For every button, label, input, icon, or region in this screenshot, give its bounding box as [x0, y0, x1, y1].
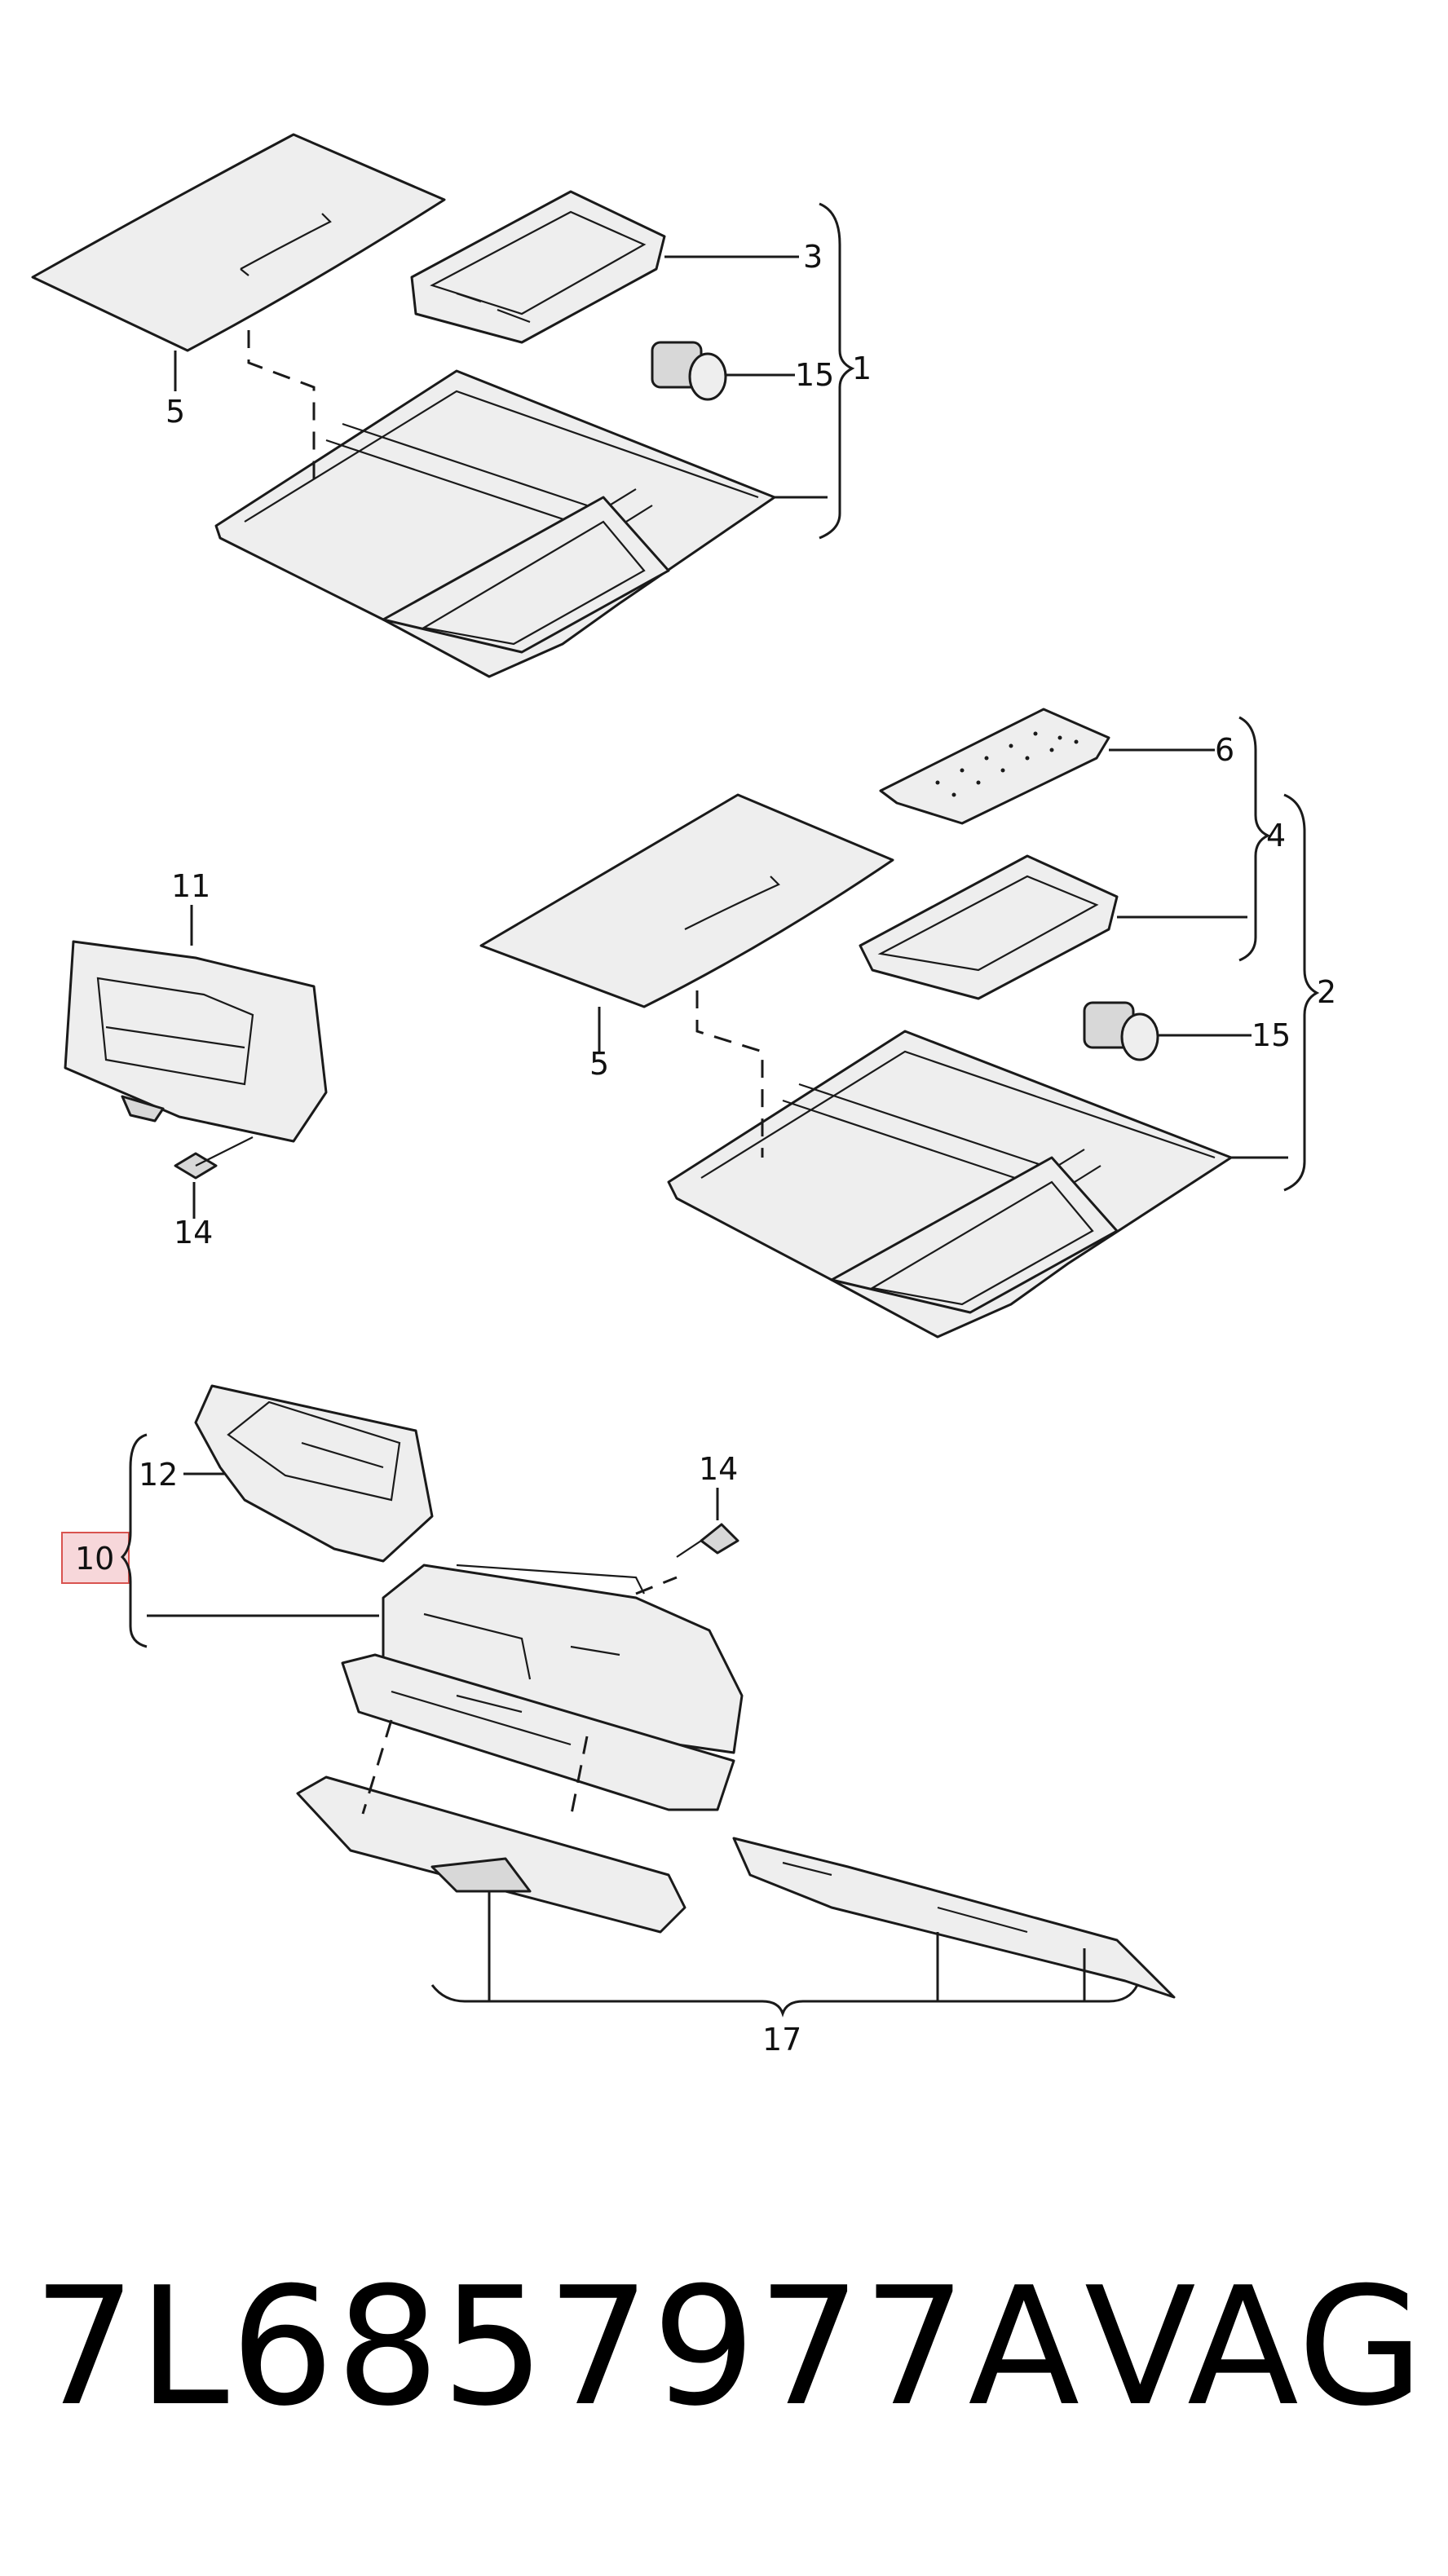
part-number: 7L6857977A	[33, 2252, 1082, 2442]
callout-10: 10	[75, 1541, 114, 1577]
assembly-group-1	[31, 133, 855, 678]
callout-15-top: 15	[795, 357, 834, 393]
callout-14-bottom: 14	[699, 1451, 738, 1487]
callout-2: 2	[1317, 974, 1336, 1010]
ashtray-12	[194, 1384, 434, 1563]
trim-strip-17	[732, 1837, 1176, 1999]
storage-tray-4	[859, 854, 1119, 1000]
assembly-group-11	[64, 905, 328, 1219]
assembly-group-2	[479, 708, 1320, 1339]
storage-tray-3	[410, 190, 666, 344]
callout-17: 17	[762, 2022, 801, 2058]
socket-15-top	[651, 341, 727, 401]
callout-15-middle: 15	[1252, 1017, 1291, 1053]
glovebox-frame	[341, 1653, 735, 1811]
socket-15-middle	[1083, 1001, 1159, 1061]
screw-14-middle	[174, 1136, 254, 1180]
callout-12: 12	[139, 1457, 178, 1493]
screw-14-bottom	[676, 1523, 739, 1558]
assembly-group-10	[61, 1384, 1176, 2018]
callout-5-top: 5	[166, 394, 185, 430]
bezel-11	[64, 940, 328, 1143]
callout-4: 4	[1266, 818, 1286, 854]
glovebox-lid	[296, 1775, 686, 1934]
callout-5-middle: 5	[589, 1046, 609, 1082]
callout-6: 6	[1215, 732, 1234, 768]
lid-panel-5-middle	[479, 793, 894, 1008]
lid-panel-5-top	[31, 133, 446, 352]
brand-label: VAG	[1084, 2252, 1426, 2442]
rubber-mat-6	[879, 708, 1110, 825]
callout-14-middle: 14	[174, 1215, 213, 1251]
callout-1: 1	[852, 351, 872, 386]
callout-11: 11	[171, 868, 210, 904]
callout-3: 3	[803, 239, 823, 275]
console-base-1	[214, 369, 776, 678]
console-base-2	[667, 1030, 1233, 1339]
highlight-box-10	[61, 1532, 130, 1584]
